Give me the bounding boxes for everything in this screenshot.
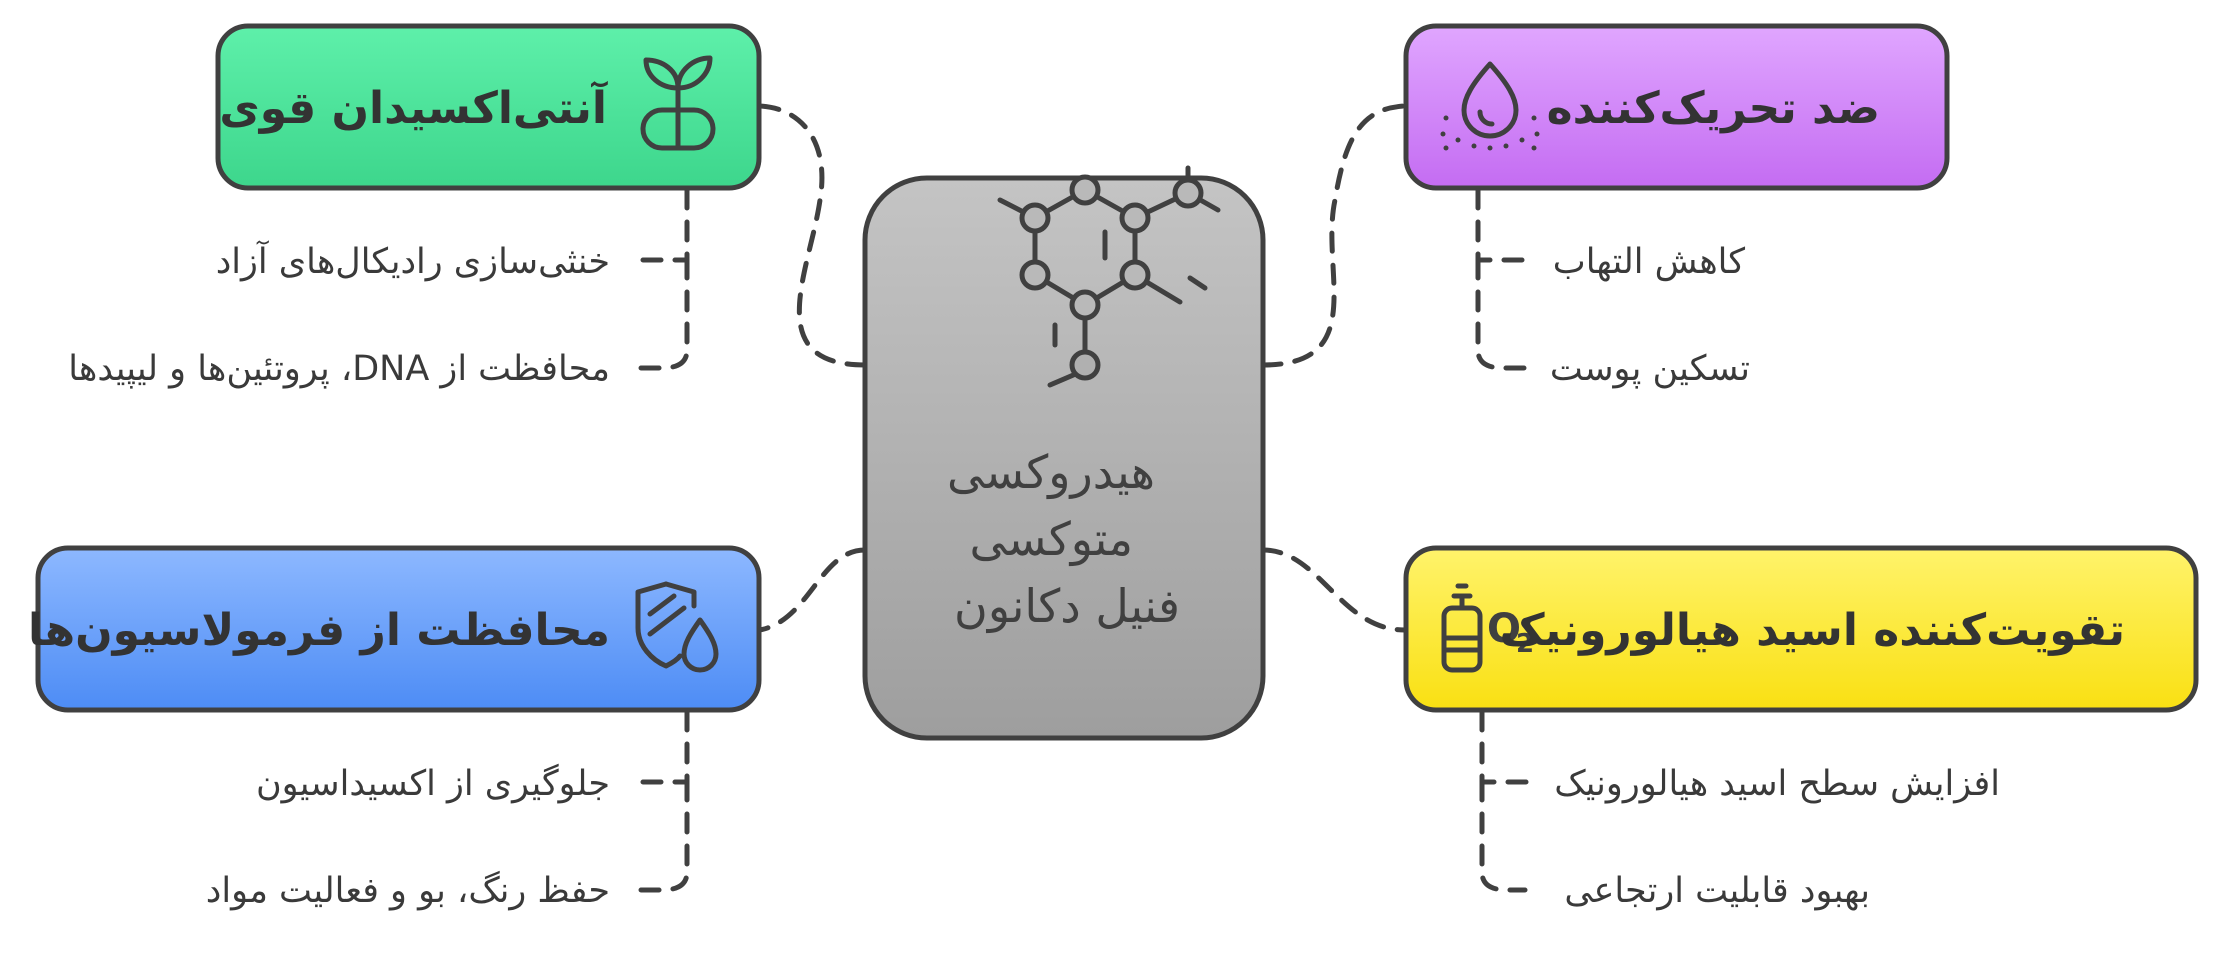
- branch-formulation-item-2: [632, 779, 690, 893]
- center-label-line-3: فنیل دکانون: [954, 579, 1180, 634]
- branch-hyaluronic-item-2: [1479, 779, 1528, 893]
- node-anti-irritant-item-2: تسکین پوست: [1550, 349, 1750, 389]
- node-formulation-protection-item-2: حفظ رنگ، بو و فعالیت مواد: [206, 870, 610, 911]
- node-hyaluronic-booster-item-1: افزایش سطح اسید هیالورونیک: [1554, 764, 2000, 804]
- center-label-line-1: هیدروکسی: [947, 445, 1155, 500]
- node-formulation-protection-item-1: جلوگیری از اکسیداسیون: [256, 763, 610, 804]
- connector-center-to-hyaluronic: [1260, 547, 1408, 633]
- center-node-box: [862, 175, 1266, 741]
- center-node: هیدروکسی متوکسی فنیل دکانون: [862, 165, 1266, 741]
- connector-center-to-anti-irritant: [1260, 103, 1408, 368]
- center-label-line-2: متوکسی: [969, 512, 1133, 567]
- sprout-icon: [640, 55, 716, 151]
- oxygen-tank-icon: O 2: [1441, 583, 1534, 673]
- node-hyaluronic-booster-title: تقویت‌کننده اسید هیالورونیک: [1500, 605, 2125, 656]
- node-hyaluronic-booster-item-2: بهبود قابلیت ارتجاعی: [1564, 871, 1870, 911]
- water-drop-spray-icon: [1440, 61, 1540, 151]
- node-anti-irritant-box: [1403, 23, 1950, 191]
- node-anti-irritant-title: ضد تحریک‌کننده: [1547, 83, 1880, 134]
- branch-anti-irritant-item-2: [1475, 257, 1538, 371]
- node-formulation-protection-title: محافظت از فرمولاسیون‌ها: [28, 605, 610, 656]
- node-anti-irritant: ضد تحریک‌کننده کاهش التهاب تسکین پوست: [1403, 23, 1950, 389]
- node-antioxidant-item-1: خنثی‌سازی رادیکال‌های آزاد: [216, 239, 610, 282]
- branch-antioxidant-item-2: [632, 257, 690, 371]
- svg-text:2: 2: [1516, 629, 1534, 659]
- branch-formulation-item-1: [632, 709, 690, 785]
- molecule-icon: [997, 165, 1221, 388]
- node-antioxidant-title: آنتی‌اکسیدان قوی: [219, 80, 607, 134]
- node-formulation-protection: محافظت از فرمولاسیون‌ها جلوگیری از اکسید…: [28, 545, 762, 911]
- node-hyaluronic-booster: O 2 تقویت‌کننده اسید هیالورونیک افزایش س…: [1403, 545, 2199, 911]
- branch-hyaluronic-item-1: [1479, 709, 1538, 785]
- connector-center-to-formulation: [757, 547, 868, 633]
- shield-drop-icon: [635, 581, 719, 673]
- branches: [632, 187, 1538, 893]
- node-formulation-protection-box: [35, 545, 762, 713]
- node-antioxidant-box: [215, 23, 762, 191]
- node-anti-irritant-item-1: کاهش التهاب: [1553, 242, 1746, 282]
- branch-anti-irritant-item-1: [1475, 187, 1533, 263]
- svg-text:O: O: [1487, 606, 1521, 652]
- connector-center-to-antioxidant: [757, 103, 868, 368]
- connectors: [757, 103, 1408, 633]
- branch-antioxidant-item-1: [632, 187, 690, 263]
- node-antioxidant-item-2: محافظت از DNA، پروتئین‌ها و لیپیدها: [68, 349, 610, 389]
- node-antioxidant: آنتی‌اکسیدان قوی خنثی‌سازی رادیکال‌های آ…: [68, 23, 762, 389]
- node-hyaluronic-booster-box: [1403, 545, 2199, 713]
